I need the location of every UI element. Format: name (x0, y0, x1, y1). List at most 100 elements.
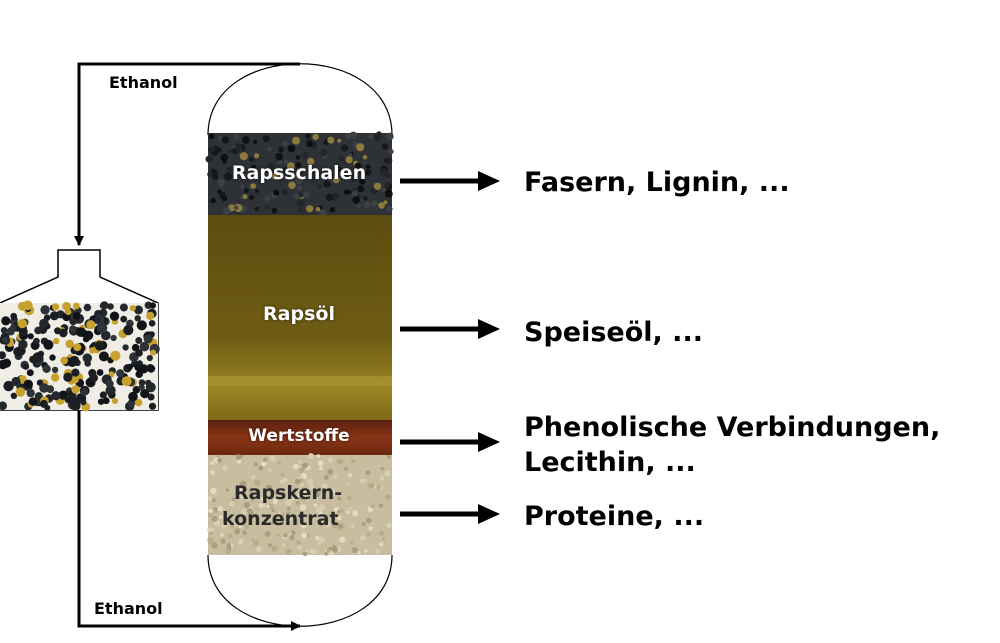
concentrate-grain (210, 470, 215, 475)
concentrate-grain (242, 530, 247, 536)
rapeseed (110, 350, 121, 361)
seed-hull (384, 182, 391, 189)
concentrate-grain (350, 458, 355, 463)
seed-hull (254, 153, 260, 159)
concentrate-grain (289, 495, 295, 502)
layer-label-concentrate-1: Rapskern- (234, 482, 343, 504)
rapeseed (71, 368, 80, 377)
rapeseed (83, 330, 94, 341)
rapeseed (32, 352, 43, 363)
rapeseed (58, 390, 68, 400)
seed-hull (264, 204, 270, 210)
seed-hull (220, 153, 228, 162)
rapeseed (11, 376, 21, 387)
seed-hull (293, 174, 299, 180)
seed-hull (351, 190, 358, 197)
rapeseed (34, 392, 43, 401)
seed-hull (345, 133, 351, 139)
rapeseed (139, 341, 150, 352)
seed-hull (244, 188, 249, 194)
concentrate-grain (222, 465, 228, 471)
seed-hull (362, 155, 368, 160)
rapeseed (1, 316, 11, 326)
concentrate-grain (319, 466, 323, 471)
rapeseed (99, 391, 107, 399)
seed-hull (371, 200, 378, 207)
seed-hull (281, 189, 288, 196)
concentrate-grain (351, 547, 358, 553)
rapeseed (105, 379, 114, 388)
concentrate-grain (251, 475, 256, 480)
concentrate-grain (220, 538, 226, 544)
seed-hull (249, 195, 254, 200)
seed-hull (242, 136, 250, 144)
concentrate-grain (339, 509, 344, 513)
concentrate-grain (368, 526, 373, 531)
seed-hull (352, 196, 361, 204)
seed-hull (382, 143, 389, 150)
concentrate-grain (274, 490, 279, 496)
seed-hull (306, 140, 314, 148)
seed-hull (384, 189, 393, 198)
rapeseed (126, 363, 133, 370)
rapeseed (49, 311, 59, 321)
rapeseed (68, 396, 78, 405)
concentrate-grain (344, 466, 348, 471)
concentrate-grain (207, 537, 214, 544)
concentrate-grain (327, 469, 333, 475)
seed-hull (331, 192, 340, 201)
seed-hull (357, 185, 365, 193)
concentrate-grain (239, 538, 244, 544)
concentrate-grain (271, 521, 275, 525)
seed-hull (283, 159, 289, 165)
seed-hull (296, 199, 305, 207)
rapeseed (138, 384, 145, 391)
concentrate-grain (226, 543, 232, 548)
rapeseed (121, 376, 132, 387)
rapeseed (71, 385, 80, 394)
rapeseed (28, 397, 38, 406)
seed-hull (268, 162, 275, 169)
concentrate-grain (314, 491, 321, 498)
seed-hull (325, 193, 334, 202)
seed-hull (249, 156, 254, 162)
seed-hull (387, 148, 394, 155)
concentrate-grain (347, 496, 352, 501)
concentrate-grain (303, 488, 310, 494)
concentrate-grain (269, 455, 276, 462)
product-concentrate: Proteine, ... (524, 501, 705, 532)
concentrate-grain (209, 531, 213, 536)
rapeseed (65, 339, 74, 349)
seed-hull (298, 192, 304, 198)
rapeseed (60, 356, 68, 365)
concentrate-grain (302, 551, 308, 557)
seed-hull (320, 148, 328, 157)
rapeseed (73, 343, 82, 352)
seed-hull (293, 193, 300, 200)
rapeseed (107, 303, 114, 310)
rapeseed (96, 322, 108, 334)
seed-hull (217, 178, 226, 187)
concentrate-grain (336, 515, 342, 521)
rapeseed (102, 397, 110, 405)
rapeseed (146, 311, 155, 320)
concentrate-grain (207, 512, 213, 518)
rapeseed (96, 369, 104, 376)
rapeseed (72, 311, 81, 320)
rapeseed (129, 305, 136, 312)
concentrate-grain (299, 504, 307, 511)
concentrate-grain (324, 552, 329, 556)
concentrate-grain (271, 509, 275, 513)
concentrate-grain (315, 535, 320, 541)
seed-hull (292, 136, 301, 145)
rapeseed (134, 398, 143, 407)
concentrate-grain (220, 533, 224, 537)
concentrate-grain (250, 498, 255, 503)
seed-hull (354, 162, 362, 170)
concentrate-grain (271, 545, 278, 552)
concentrate-grain (309, 548, 316, 555)
seed-hull (222, 207, 231, 215)
seed-hull (326, 170, 334, 178)
rapeseed (135, 337, 143, 344)
seed-hull (262, 135, 270, 143)
